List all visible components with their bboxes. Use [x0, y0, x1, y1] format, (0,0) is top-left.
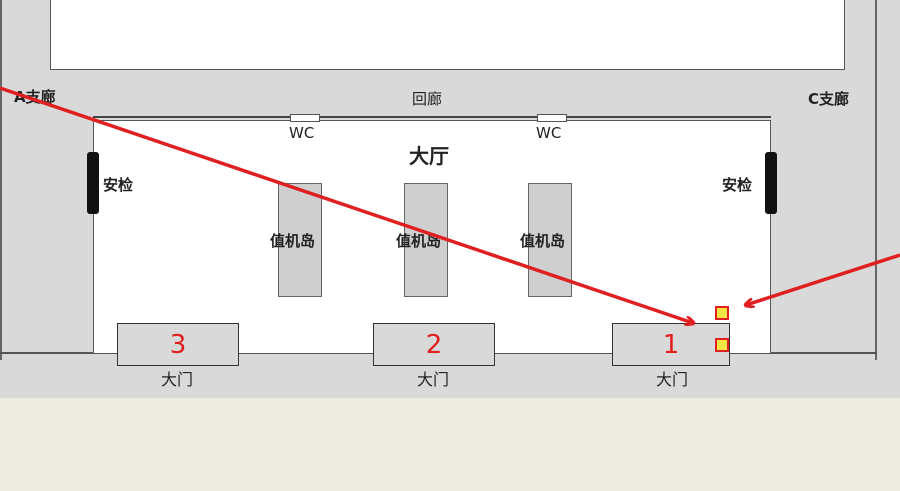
checkin-island-1 — [278, 183, 322, 297]
security-bar-left — [87, 152, 99, 214]
checkin-label-3: 值机岛 — [520, 232, 566, 250]
arrow-overlay — [0, 86, 900, 398]
floor-plan: A支廊 C支廊 回廊 WC WC 大厅 安检 安检 值机岛 值机岛 值机岛 3 … — [0, 0, 900, 398]
arrow-long — [0, 86, 693, 323]
corridor-main-label: 回廊 — [412, 90, 443, 108]
upper-concourse — [50, 0, 845, 70]
door-label-3: 大门 — [161, 370, 194, 389]
checkin-label-1: 值机岛 — [270, 232, 316, 250]
wc-label-1: WC — [289, 124, 315, 142]
checkin-label-2: 值机岛 — [396, 232, 442, 250]
hall-label: 大厅 — [409, 144, 449, 168]
security-bar-right — [765, 152, 777, 214]
door-3: 3 — [117, 323, 239, 366]
corridor-c-label: C支廊 — [808, 90, 850, 108]
door-number-3: 3 — [169, 329, 187, 360]
left-wall — [0, 0, 2, 360]
right-wall — [875, 0, 877, 360]
wc-niche-1 — [290, 114, 320, 122]
wc-niche-2 — [537, 114, 567, 122]
wc-label-2: WC — [536, 124, 562, 142]
door-1: 1 — [612, 323, 730, 366]
security-label-right: 安检 — [722, 176, 753, 194]
hall-top-line — [93, 116, 771, 118]
security-label-left: 安检 — [103, 176, 134, 194]
door-label-1: 大门 — [656, 370, 689, 389]
door-number-2: 2 — [425, 329, 443, 360]
marker-lower — [715, 338, 729, 352]
door-2: 2 — [373, 323, 495, 366]
marker-upper — [715, 306, 729, 320]
arrow-right — [746, 253, 900, 305]
checkin-island-2 — [404, 183, 448, 297]
door-label-2: 大门 — [417, 370, 450, 389]
door-number-1: 1 — [662, 329, 680, 360]
